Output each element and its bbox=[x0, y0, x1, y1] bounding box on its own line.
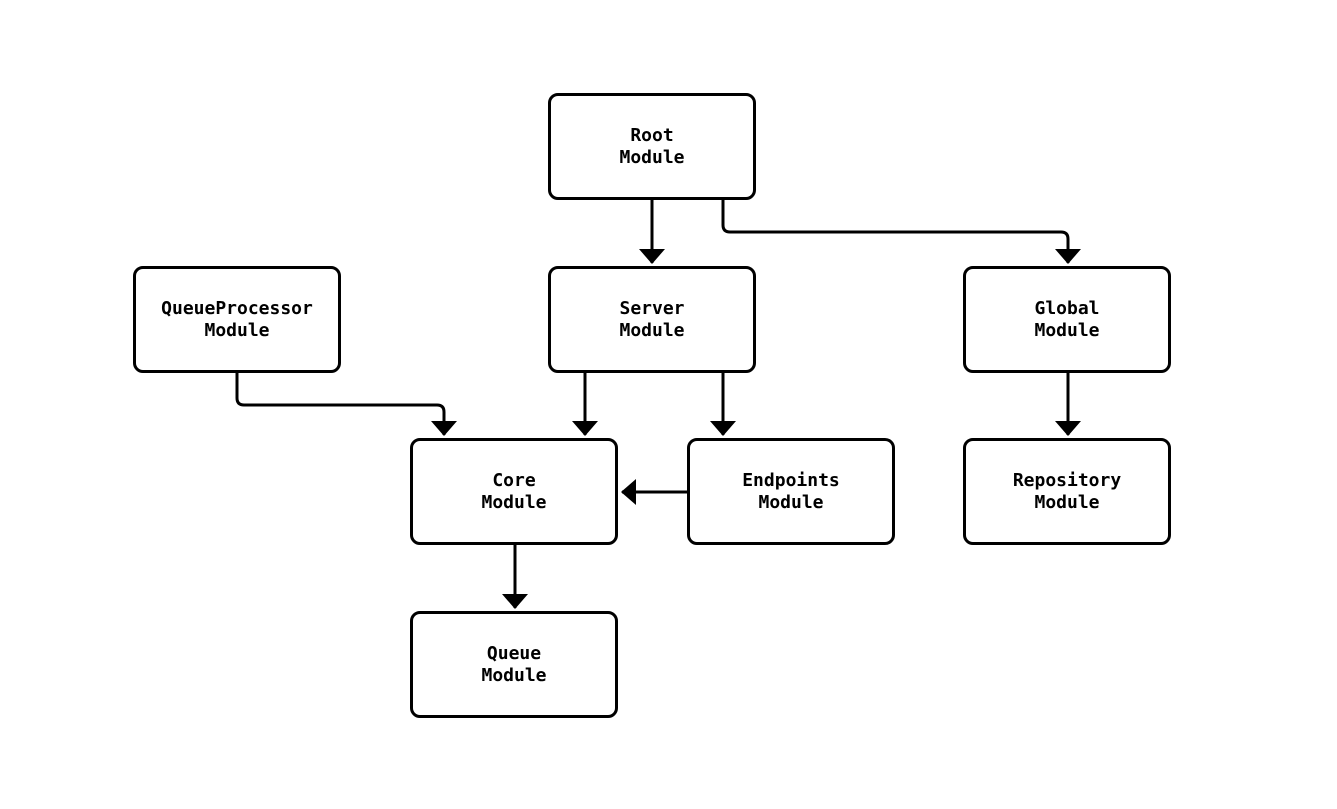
node-label-line1: Server bbox=[619, 297, 685, 319]
node-server-module: Server Module bbox=[548, 266, 756, 373]
node-label-line2: Module bbox=[1034, 491, 1100, 513]
node-global-module: Global Module bbox=[963, 266, 1171, 373]
node-label-line1: Endpoints bbox=[742, 469, 840, 491]
node-label-line1: Core bbox=[492, 469, 536, 491]
node-label-line2: Module bbox=[619, 319, 685, 341]
edge-queueprocessor-to-core bbox=[235, 373, 457, 436]
node-label-line1: Repository bbox=[1012, 469, 1122, 491]
node-core-module: Core Module bbox=[410, 438, 618, 545]
node-label-line2: Module bbox=[204, 319, 270, 341]
node-queueprocessor-module: QueueProcessor Module bbox=[133, 266, 341, 373]
node-label-line2: Module bbox=[481, 491, 547, 513]
node-label-line1: Queue bbox=[486, 642, 542, 664]
node-label-line2: Module bbox=[1034, 319, 1100, 341]
node-endpoints-module: Endpoints Module bbox=[687, 438, 895, 545]
node-label-line1: Global bbox=[1034, 297, 1100, 319]
edge-root-to-global bbox=[721, 200, 1081, 264]
node-label-line2: Module bbox=[758, 491, 824, 513]
node-root-module: Root Module bbox=[548, 93, 756, 200]
node-label-line2: Module bbox=[481, 664, 547, 686]
node-label-line2: Module bbox=[619, 146, 685, 168]
node-repository-module: Repository Module bbox=[963, 438, 1171, 545]
node-label-line1: Root bbox=[630, 124, 674, 146]
node-label-line1: QueueProcessor bbox=[161, 297, 313, 319]
node-queue-module: Queue Module bbox=[410, 611, 618, 718]
